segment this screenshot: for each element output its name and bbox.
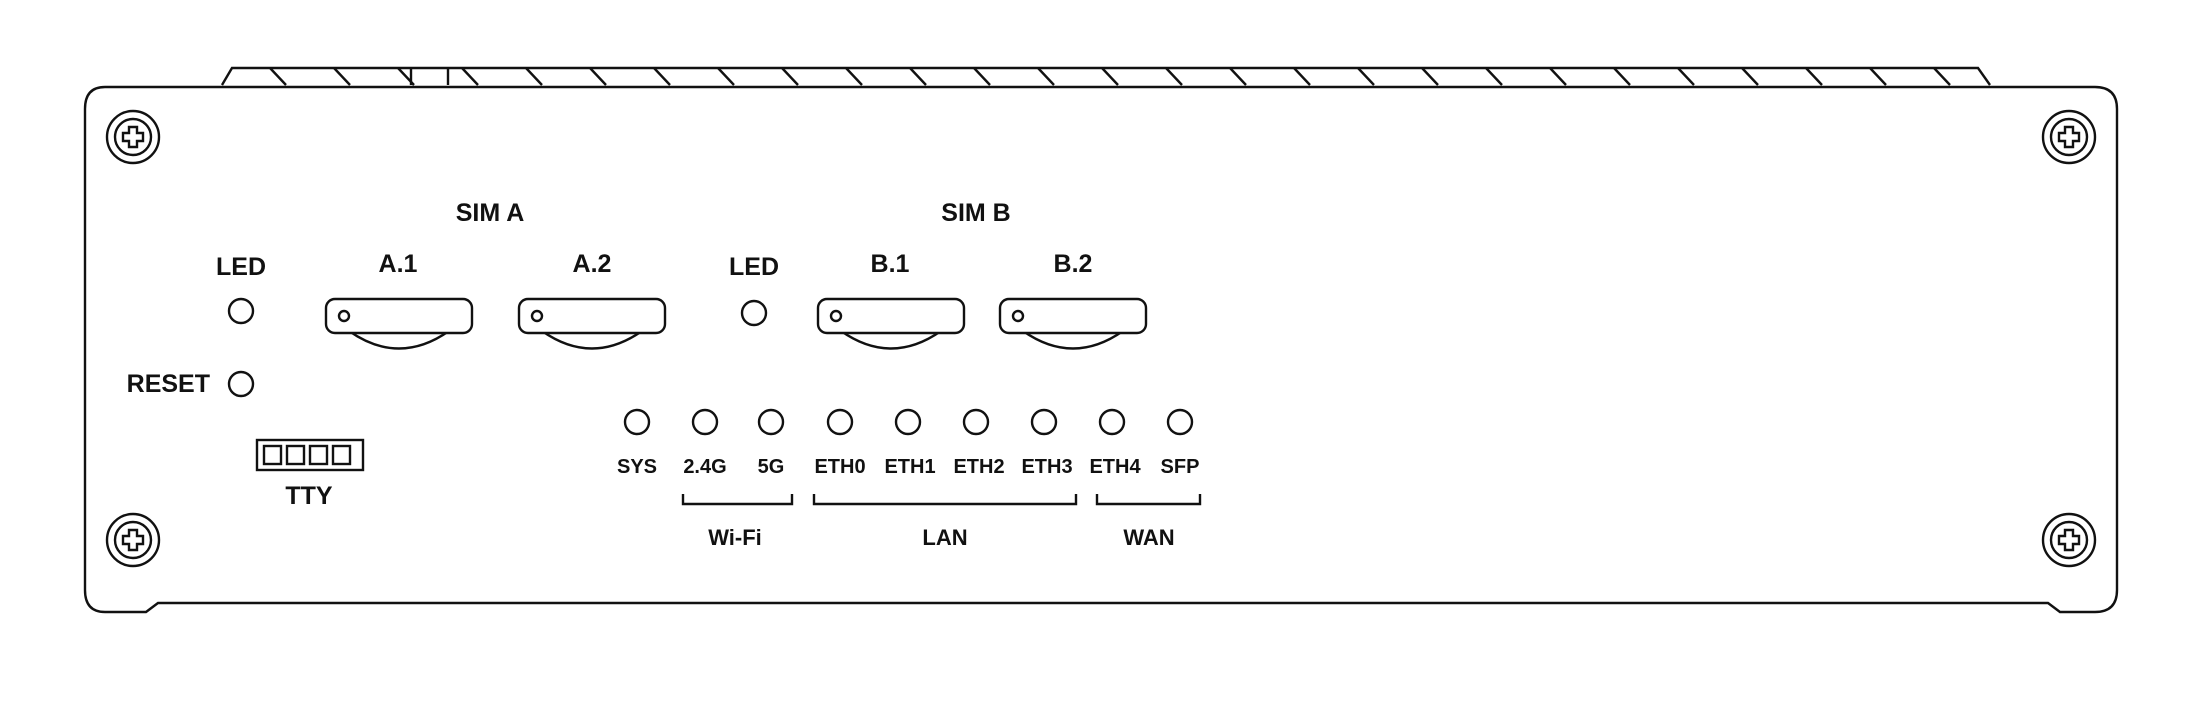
wifi-group-label: Wi-Fi	[708, 525, 762, 550]
screw-bottom-right	[2041, 512, 2097, 568]
status-led-2-4g: 2.4G	[683, 408, 727, 478]
lan-group-label: LAN	[922, 525, 967, 550]
status-led-label: ETH0	[814, 456, 865, 478]
sim-slot-a2[interactable]	[517, 297, 667, 350]
chassis-outline	[83, 85, 2119, 614]
status-led-label: SFP	[1161, 456, 1200, 478]
fin-line	[781, 67, 799, 86]
fin-line	[1869, 67, 1887, 86]
screw-top-right	[2041, 109, 2097, 165]
fin-line	[1037, 67, 1055, 86]
sim-a-title: SIM A	[456, 199, 525, 227]
fin-line	[461, 67, 479, 86]
sim-slot-b2-label: B.2	[1054, 250, 1093, 278]
fin-line	[1293, 67, 1311, 86]
sim-slot-a2-label: A.2	[573, 250, 612, 278]
status-led-row: SYS 2.4G 5G ETH0 ETH1 ETH2 ETH3 ETH4	[617, 408, 1200, 478]
fin-line	[525, 67, 543, 86]
fin-line	[973, 67, 991, 86]
reset-label: RESET	[127, 370, 210, 398]
status-led-label: 2.4G	[683, 456, 726, 478]
sim-slot-a1-label: A.1	[379, 250, 418, 278]
wan-group-label: WAN	[1123, 525, 1174, 550]
fin-line	[717, 67, 735, 86]
status-led-label: SYS	[617, 456, 657, 478]
status-led-sys: SYS	[617, 408, 657, 478]
wifi-bracket	[681, 494, 794, 506]
tty-label: TTY	[285, 482, 333, 510]
status-led-5g: 5G	[758, 408, 785, 478]
status-led-eth4: ETH4	[1089, 408, 1141, 478]
status-led-eth1: ETH1	[884, 408, 936, 478]
status-led-label: ETH2	[953, 456, 1004, 478]
sim-slot-a1[interactable]	[324, 297, 474, 350]
fin-line	[909, 67, 927, 86]
fin-line	[333, 67, 351, 86]
fin-line	[1357, 67, 1375, 86]
status-led-eth3: ETH3	[1021, 408, 1073, 478]
top-fin-strip	[220, 66, 1991, 86]
sim-slot-b2[interactable]	[998, 297, 1148, 350]
fin-line	[1613, 67, 1631, 86]
fin-line	[1741, 67, 1759, 86]
tty-port[interactable]	[255, 438, 365, 472]
fin-line	[1805, 67, 1823, 86]
status-led-label: ETH1	[884, 456, 935, 478]
fin-line	[1229, 67, 1247, 86]
fin-line	[1165, 67, 1183, 86]
screw-top-left	[105, 109, 161, 165]
fin-line	[269, 67, 287, 86]
wan-bracket	[1095, 494, 1202, 506]
status-led-label: 5G	[758, 456, 785, 478]
fin-line	[1933, 67, 1951, 86]
fin-line	[1677, 67, 1695, 86]
sim-slot-b1[interactable]	[816, 297, 966, 350]
lan-bracket	[812, 494, 1078, 506]
fin-lines	[269, 67, 1951, 86]
fin-line	[1421, 67, 1439, 86]
screw-bottom-left	[105, 512, 161, 568]
fin-line	[1549, 67, 1567, 86]
status-led-sfp: SFP	[1161, 408, 1200, 478]
led-sim-b-indicator	[740, 299, 768, 327]
fin-line	[589, 67, 607, 86]
fin-line	[653, 67, 671, 86]
fin-line	[1101, 67, 1119, 86]
status-led-eth0: ETH0	[814, 408, 866, 478]
sim-b-title: SIM B	[941, 199, 1010, 227]
fin-line	[1485, 67, 1503, 86]
led-left-indicator	[227, 297, 255, 325]
status-led-label: ETH3	[1021, 456, 1072, 478]
status-led-label: ETH4	[1089, 456, 1141, 478]
led-sim-b-label: LED	[729, 253, 779, 281]
led-left-label: LED	[216, 253, 266, 281]
sim-slot-b1-label: B.1	[871, 250, 910, 278]
fin-line	[845, 67, 863, 86]
reset-button[interactable]	[227, 370, 255, 398]
status-led-eth2: ETH2	[953, 408, 1005, 478]
